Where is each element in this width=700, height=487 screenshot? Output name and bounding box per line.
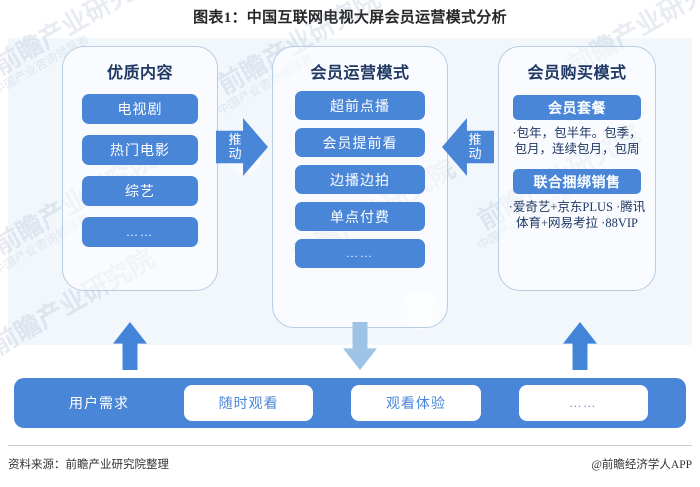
- arrow-left-push-icon: 推动: [442, 118, 494, 176]
- page-title: 图表1：中国互联网电视大屏会员运营模式分析: [193, 10, 507, 26]
- pill-item[interactable]: 边播边拍: [295, 165, 425, 194]
- user-demand-label: 用户需求: [68, 397, 129, 412]
- card-title: 优质内容: [106, 65, 173, 82]
- pill-item[interactable]: 综艺: [82, 176, 198, 206]
- footer-source: 资料来源：前瞻产业研究院整理: [8, 459, 169, 471]
- card-quality-content: 优质内容 电视剧 热门电影 综艺 ……: [62, 46, 218, 291]
- card-membership-purchase: 会员购买模式 会员套餐 ·包年，包半年。包季，包月，连续包月，包周 联合捆绑销售…: [498, 46, 656, 291]
- pill-item-more[interactable]: ……: [295, 239, 425, 268]
- subsection-header-bundle[interactable]: 联合捆绑销售: [513, 169, 641, 194]
- card-membership-operation: 会员运营模式 超前点播 会员提前看 边播边拍 单点付费 ……: [272, 46, 448, 328]
- footer-divider: [8, 445, 692, 446]
- subsection-body-package: ·包年，包半年。包季，包月，连续包月，包周: [512, 126, 642, 156]
- pill-item[interactable]: 单点付费: [295, 202, 425, 231]
- card-title: 会员运营模式: [310, 65, 410, 82]
- subsection-body-bundle: ·爱奇艺+京东PLUS ·腾讯体育+网易考拉 ·88VIP: [508, 200, 646, 230]
- pill-item[interactable]: 电视剧: [82, 94, 198, 124]
- need-box-more[interactable]: ……: [518, 385, 648, 421]
- arrow-right-label: 推动: [228, 132, 242, 161]
- pill-item[interactable]: 会员提前看: [295, 128, 425, 157]
- arrow-left-label: 推动: [468, 132, 482, 161]
- user-demand-bar: 用户需求 随时观看 观看体验 ……: [14, 378, 686, 428]
- footer-brand: @前瞻经济学人APP: [591, 459, 692, 471]
- pill-item-more[interactable]: ……: [82, 217, 198, 247]
- need-box[interactable]: 观看体验: [351, 385, 481, 421]
- need-box[interactable]: 随时观看: [183, 385, 314, 421]
- pill-item[interactable]: 超前点播: [295, 91, 425, 120]
- arrow-right-push-icon: 推动: [216, 118, 268, 176]
- pill-item[interactable]: 热门电影: [82, 135, 198, 165]
- card-title: 会员购买模式: [527, 65, 627, 82]
- subsection-header-package[interactable]: 会员套餐: [513, 95, 641, 120]
